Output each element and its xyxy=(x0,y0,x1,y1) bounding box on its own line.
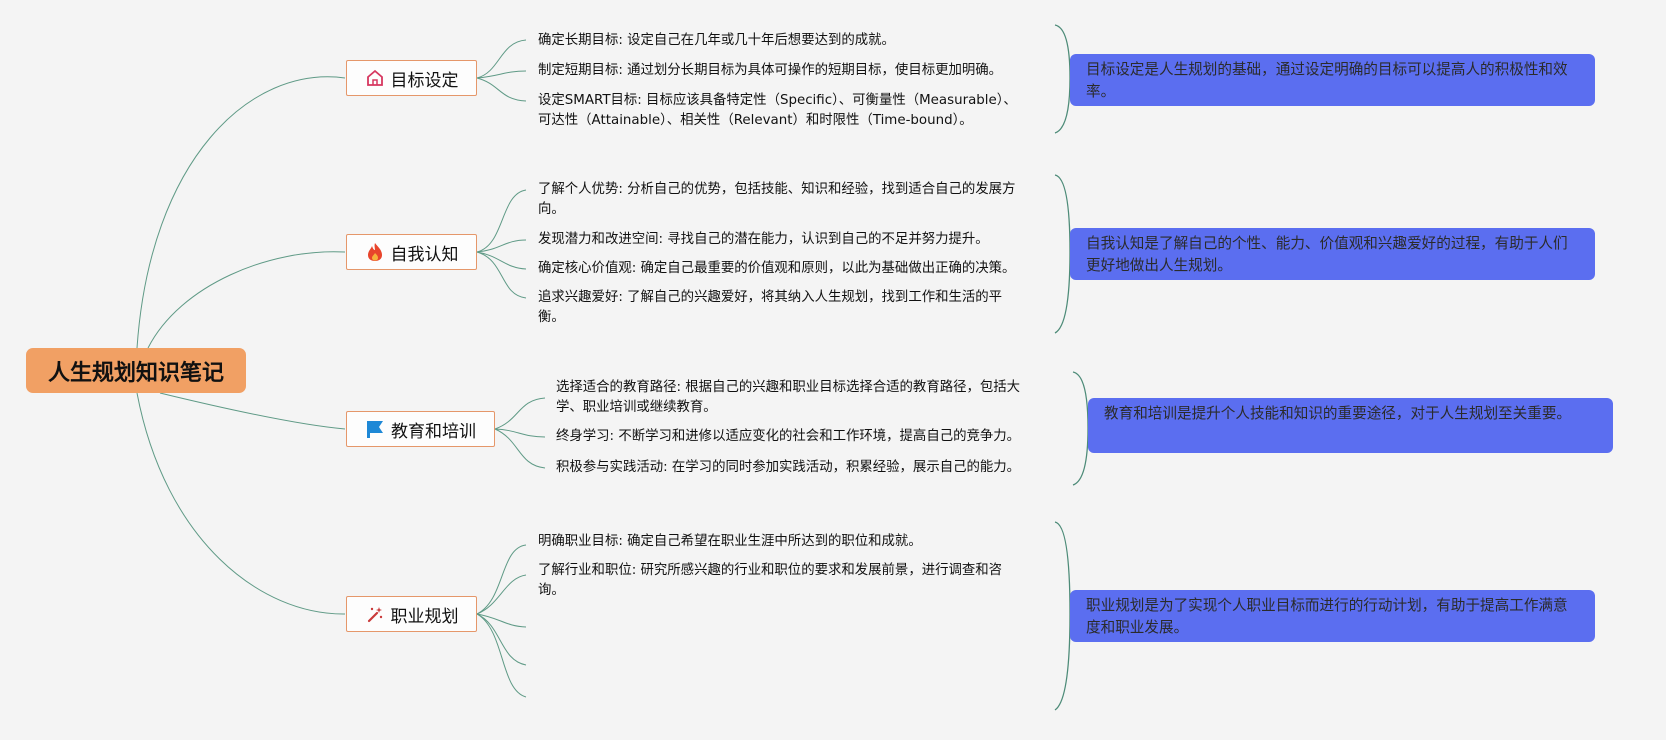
branch-education-training[interactable]: 教育和培训 xyxy=(346,411,495,447)
summary-bracket-1 xyxy=(1054,24,1071,134)
root-link-2 xyxy=(147,251,346,349)
branch4-leaf-link-4 xyxy=(476,613,527,666)
house-icon xyxy=(365,68,385,88)
branch-self-awareness[interactable]: 自我认知 xyxy=(346,234,477,270)
leaf-item: 了解个人优势: 分析自己的优势，包括技能、知识和经验，找到适合自己的发展方向。 xyxy=(538,182,1016,217)
root-link-1 xyxy=(136,76,346,349)
leaf-item: 制定短期目标: 通过划分长期目标为具体可操作的短期目标，使目标更加明确。 xyxy=(538,63,1003,78)
branch-label: 职业规划 xyxy=(390,606,459,627)
branch1-leaf-link-2 xyxy=(476,70,527,79)
branch2-leaf-link-3 xyxy=(476,251,527,270)
leaf-item: 设定SMART目标: 目标应该具备特定性（Specific）、可衡量性（Meas… xyxy=(538,93,1017,128)
branch4-leaf-link-3 xyxy=(476,613,527,628)
branch2-leaf-link-1 xyxy=(476,189,527,253)
leaf-item: 确定长期目标: 设定自己在几年或几十年后想要达到的成就。 xyxy=(538,33,895,48)
leaf-item: 发现潜力和改进空间: 寻找自己的潜在能力，认识到自己的不足并努力提升。 xyxy=(538,232,989,247)
leaf-item: 明确职业目标: 确定自己希望在职业生涯中所达到的职位和成就。 xyxy=(538,534,922,549)
root-link-3 xyxy=(159,392,346,430)
root-title: 人生规划知识笔记 xyxy=(47,360,224,386)
branch-label: 目标设定 xyxy=(390,70,459,91)
leaf-item: 追求兴趣爱好: 了解自己的兴趣爱好，将其纳入人生规划，找到工作和生活的平衡。 xyxy=(538,290,1003,325)
magic-wand-icon xyxy=(365,604,385,624)
leaf-item: 选择适合的教育路径: 根据自己的兴趣和职业目标选择合适的教育路径，包括大学、职业… xyxy=(556,380,1021,415)
branch2-leaf-link-4 xyxy=(476,251,527,299)
branch-career-planning[interactable]: 职业规划 xyxy=(346,596,477,632)
branch2-leaf-link-2 xyxy=(476,239,527,253)
leaf-item: 确定核心价值观: 确定自己最重要的价值观和原则，以此为基础做出正确的决策。 xyxy=(538,261,1016,276)
flag-icon xyxy=(365,419,385,439)
branch-label: 自我认知 xyxy=(390,244,459,265)
root-link-4 xyxy=(136,392,346,615)
branch1-leaf-link-3 xyxy=(476,77,527,102)
summary-bracket-3 xyxy=(1072,371,1089,486)
summary-bracket-4 xyxy=(1054,521,1071,711)
summary-education-training: 教育和培训是提升个人技能和知识的重要途径，对于人生规划至关重要。 xyxy=(1088,398,1613,453)
branch3-leaf-link-2 xyxy=(494,428,546,438)
branch3-leaf-link-3 xyxy=(494,428,546,469)
branch4-leaf-link-2 xyxy=(476,574,527,615)
branch-goal-setting[interactable]: 目标设定 xyxy=(346,60,477,96)
leaf-item: 终身学习: 不断学习和进修以适应变化的社会和工作环境，提高自己的竞争力。 xyxy=(556,429,1021,444)
branch3-leaf-link-1 xyxy=(494,397,546,430)
branch4-leaf-link-1 xyxy=(476,544,527,615)
summary-bracket-2 xyxy=(1054,174,1071,334)
root-topic[interactable]: 人生规划知识笔记 xyxy=(26,348,246,393)
leaf-item: 了解行业和职位: 研究所感兴趣的行业和职位的要求和发展前景，进行调查和咨询。 xyxy=(538,563,1003,598)
fire-icon xyxy=(365,242,385,262)
summary-self-awareness: 自我认知是了解自己的个性、能力、价值观和兴趣爱好的过程，有助于人们更好地做出人生… xyxy=(1070,228,1595,280)
branch-label: 教育和培训 xyxy=(391,421,476,442)
leaf-item: 积极参与实践活动: 在学习的同时参加实践活动，积累经验，展示自己的能力。 xyxy=(556,460,1021,475)
branch1-leaf-link-1 xyxy=(476,39,527,79)
branch4-leaf-link-5 xyxy=(476,613,527,698)
summary-career-planning: 职业规划是为了实现个人职业目标而进行的行动计划，有助于提高工作满意度和职业发展。 xyxy=(1070,590,1595,642)
summary-goal-setting: 目标设定是人生规划的基础，通过设定明确的目标可以提高人的积极性和效率。 xyxy=(1070,54,1595,106)
